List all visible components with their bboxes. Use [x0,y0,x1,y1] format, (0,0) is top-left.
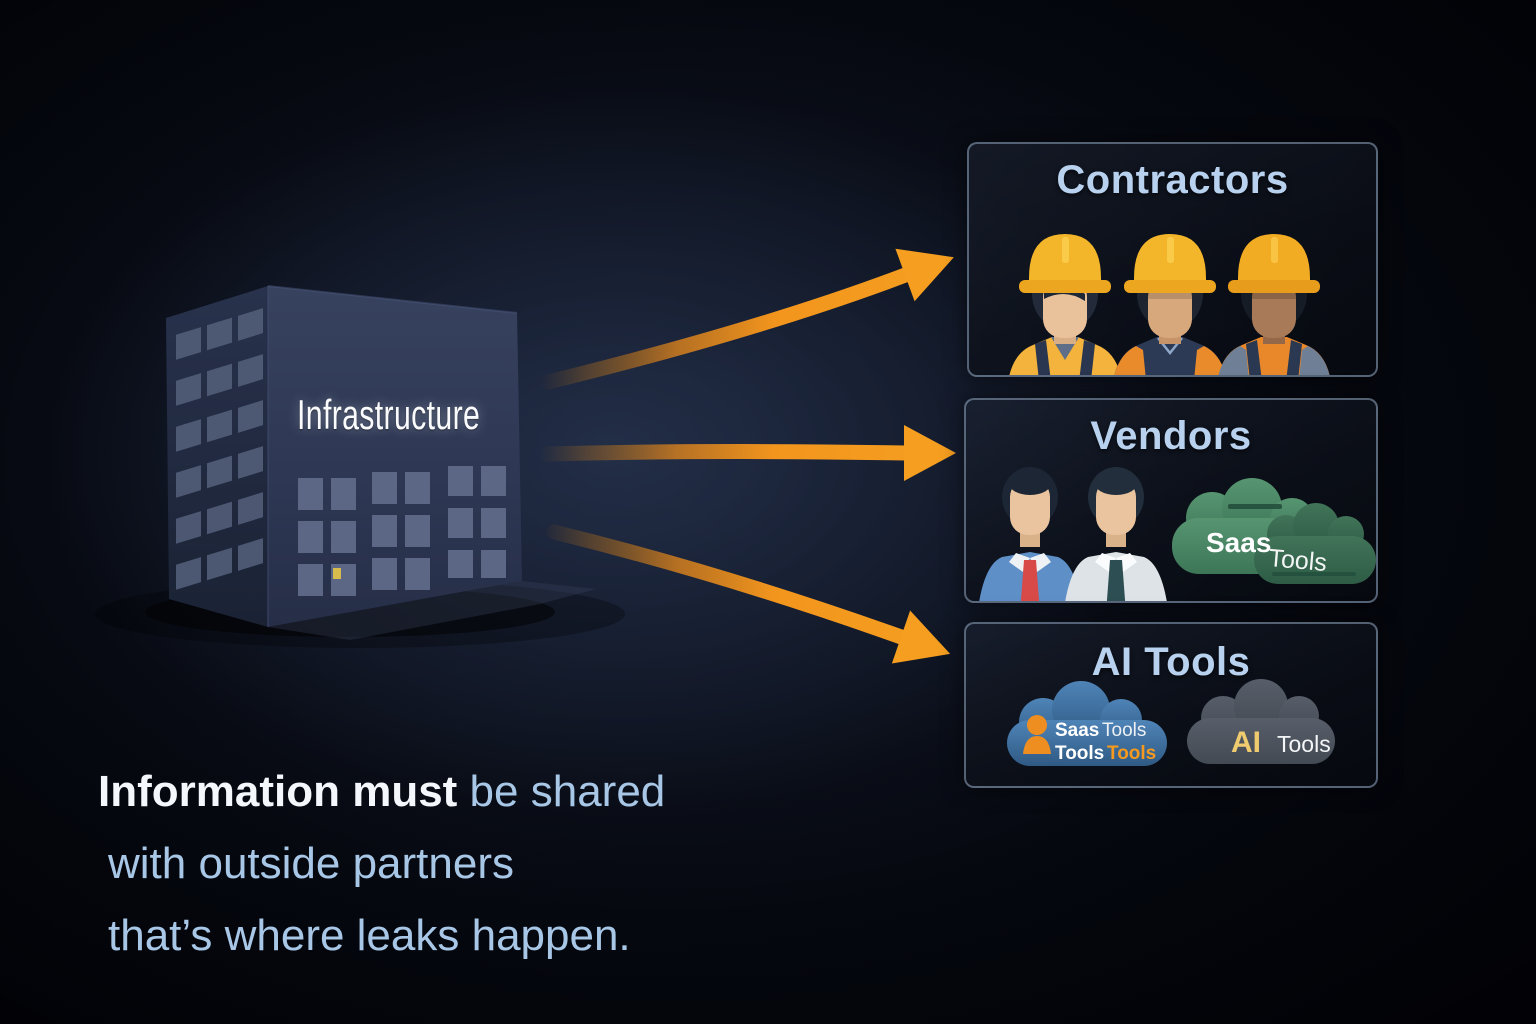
gray-cloud-word: Tools [1277,731,1331,757]
caption-line-1: Information must be shared [98,756,665,828]
worker-figure [1009,234,1121,375]
businessman-figure [1065,467,1167,601]
blue-cloud-word: Tools [1102,720,1146,741]
ai-tools-illustration: Saas Tools Tools Tools AI Tools [1007,679,1335,766]
gray-cloud-word: AI [1231,726,1261,759]
blue-cloud-word: Saas [1055,720,1099,741]
worker-figure [1114,234,1226,375]
lit-window-light [333,568,341,579]
worker-figure [1218,234,1330,375]
hard-hat-icon [1124,234,1216,293]
caption-line-3: that’s where leaks happen. [108,911,631,960]
ai-tools-panel: AI Tools Saas [964,622,1378,788]
arrow-to-contractors [540,266,916,390]
building-illustration [166,285,522,627]
caption: Information must be shared with outside … [98,756,665,972]
fine-print-line [1228,504,1282,509]
hard-hat-icon [1019,234,1111,293]
hard-hat-icon [1228,234,1320,293]
caption-bold-text: Information must [98,767,458,816]
arrow-to-vendors [537,444,914,462]
vendors-illustration: Saas Tools [979,467,1376,601]
saas-cloud-label: Saas [1206,527,1271,558]
building-label: Infrastructure [297,391,481,438]
businessman-figure [979,467,1081,601]
flow-arrows [537,266,916,646]
vendors-panel: Vendors [964,398,1378,603]
caption-rest-text: be shared [457,767,666,816]
contractors-panel: Contractors [967,142,1378,377]
contractors-illustration [1009,234,1330,375]
tools-cloud-label: Tools [1267,544,1328,577]
caption-line-2: with outside partners [108,839,514,888]
blue-cloud-word: Tools [1055,743,1104,764]
blue-cloud-word: Tools [1107,743,1156,764]
